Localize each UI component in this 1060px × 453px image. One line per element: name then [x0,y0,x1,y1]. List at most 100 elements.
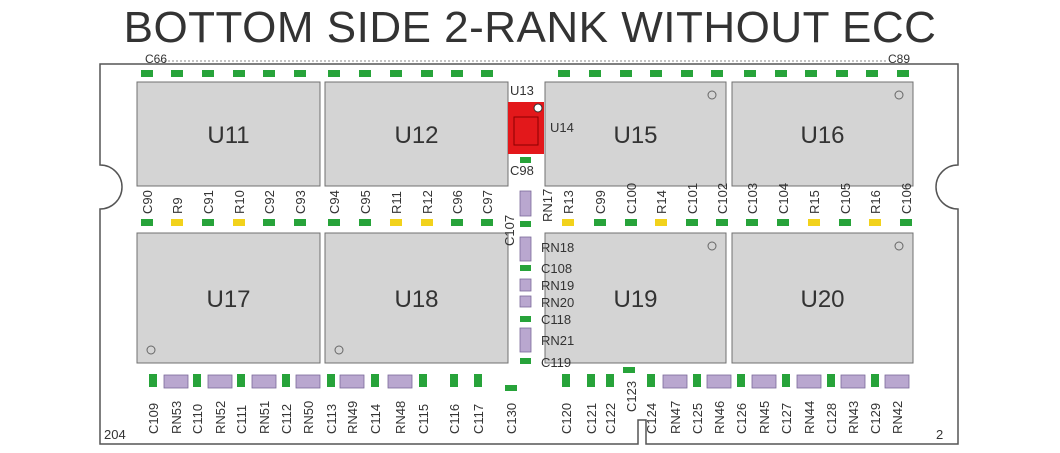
top-capacitor [866,70,878,77]
bottom-capacitor [327,374,335,387]
top-capacitor [263,70,275,77]
top-capacitor [589,70,601,77]
bottom-row-label: C125 [690,403,705,434]
center-label-c107: C107 [502,215,517,246]
top-capacitor [650,70,662,77]
middle-capacitor [294,219,306,226]
pin1-marker [894,241,904,251]
bottom-row-label: C129 [868,403,883,434]
board-outline [99,63,959,445]
center-capacitor [520,221,531,227]
bottom-resistor-network [840,374,866,389]
bottom-row-label: C117 [471,404,486,434]
bottom-row-label: RN49 [345,401,360,434]
bottom-capacitor [623,367,635,373]
center-label-rn19: RN19 [541,278,574,293]
middle-row-label: R15 [807,190,822,214]
chip-body [324,232,509,364]
middle-row-label: C99 [593,190,608,214]
bottom-capacitor [474,374,482,387]
middle-row-label: C90 [140,190,155,214]
pin1-marker [707,90,717,100]
bottom-resistor-network [339,374,365,389]
middle-row-label: R14 [654,190,669,214]
middle-row-label: C96 [450,190,465,214]
bottom-row-label: RN45 [757,401,772,434]
middle-capacitor [625,219,637,226]
top-capacitor [897,70,909,77]
bottom-row-label: C126 [734,403,749,434]
middle-capacitor [481,219,493,226]
middle-row-label: R12 [420,190,435,214]
top-capacitor [681,70,693,77]
top-capacitor [558,70,570,77]
top-capacitor [744,70,756,77]
bottom-row-label: C122 [603,403,618,434]
middle-capacitor [686,219,698,226]
bottom-row-label: RN47 [668,401,683,434]
top-capacitor [620,70,632,77]
middle-capacitor [746,219,758,226]
bottom-row-label: C114 [368,404,383,434]
middle-row-label: C103 [745,183,760,214]
chip-u15: U15 [544,81,727,187]
chip-u14-pin1 [533,103,543,113]
center-capacitor [520,157,531,163]
bottom-capacitor [193,374,201,387]
chip-label: U17 [206,286,250,313]
bottom-resistor-network [662,374,688,389]
bottom-row-label: RN48 [393,401,408,434]
bottom-row-label: RN46 [712,401,727,434]
center-resistor-network [519,295,532,308]
bottom-resistor-network [706,374,732,389]
middle-row-label: C104 [776,183,791,214]
bottom-row-label: C113 [324,404,339,434]
chip-u20: U20 [731,232,914,364]
bottom-capacitor [871,374,879,387]
top-capacitor [421,70,433,77]
center-label-rn20: RN20 [541,295,574,310]
top-capacitor [481,70,493,77]
chip-body [731,232,914,364]
middle-capacitor [263,219,275,226]
center-label-rn18: RN18 [541,240,574,255]
center-label-rn21: RN21 [541,333,574,348]
bottom-row-label: C109 [146,403,161,434]
center-resistor-network [519,327,532,353]
top-capacitor [171,70,183,77]
middle-row-label: C101 [685,183,700,214]
bottom-capacitor [647,374,655,387]
middle-row-label: C91 [201,190,216,214]
bottom-row-label: RN50 [301,401,316,434]
center-label-rn17: RN17 [540,189,555,222]
bottom-resistor-network [163,374,189,389]
middle-resistor [655,219,667,226]
chip-label: U19 [613,286,657,313]
top-capacitor [836,70,848,77]
pin-label-2: 2 [936,427,943,442]
top-capacitor [711,70,723,77]
bottom-row-label: C121 [584,403,599,434]
middle-resistor [562,219,574,226]
chip-body [544,81,727,187]
chip-u12: U12 [324,81,509,187]
middle-row-label: R9 [170,197,185,214]
top-capacitor [294,70,306,77]
middle-row-label: C97 [480,190,495,214]
bottom-row-label: RN51 [257,401,272,434]
chip-body [731,81,914,187]
middle-capacitor [328,219,340,226]
bottom-row-label: C112 [279,404,294,434]
middle-resistor [233,219,245,226]
bottom-row-label: C130 [504,403,519,434]
middle-row-label: R10 [232,190,247,214]
bottom-row-label: C115 [416,404,431,434]
middle-row-label: C106 [899,183,914,214]
pin1-marker [334,345,344,355]
bottom-resistor-network [387,374,413,389]
bottom-capacitor [505,385,517,391]
bottom-capacitor [606,374,614,387]
middle-capacitor [141,219,153,226]
center-label-c108: C108 [541,261,572,276]
